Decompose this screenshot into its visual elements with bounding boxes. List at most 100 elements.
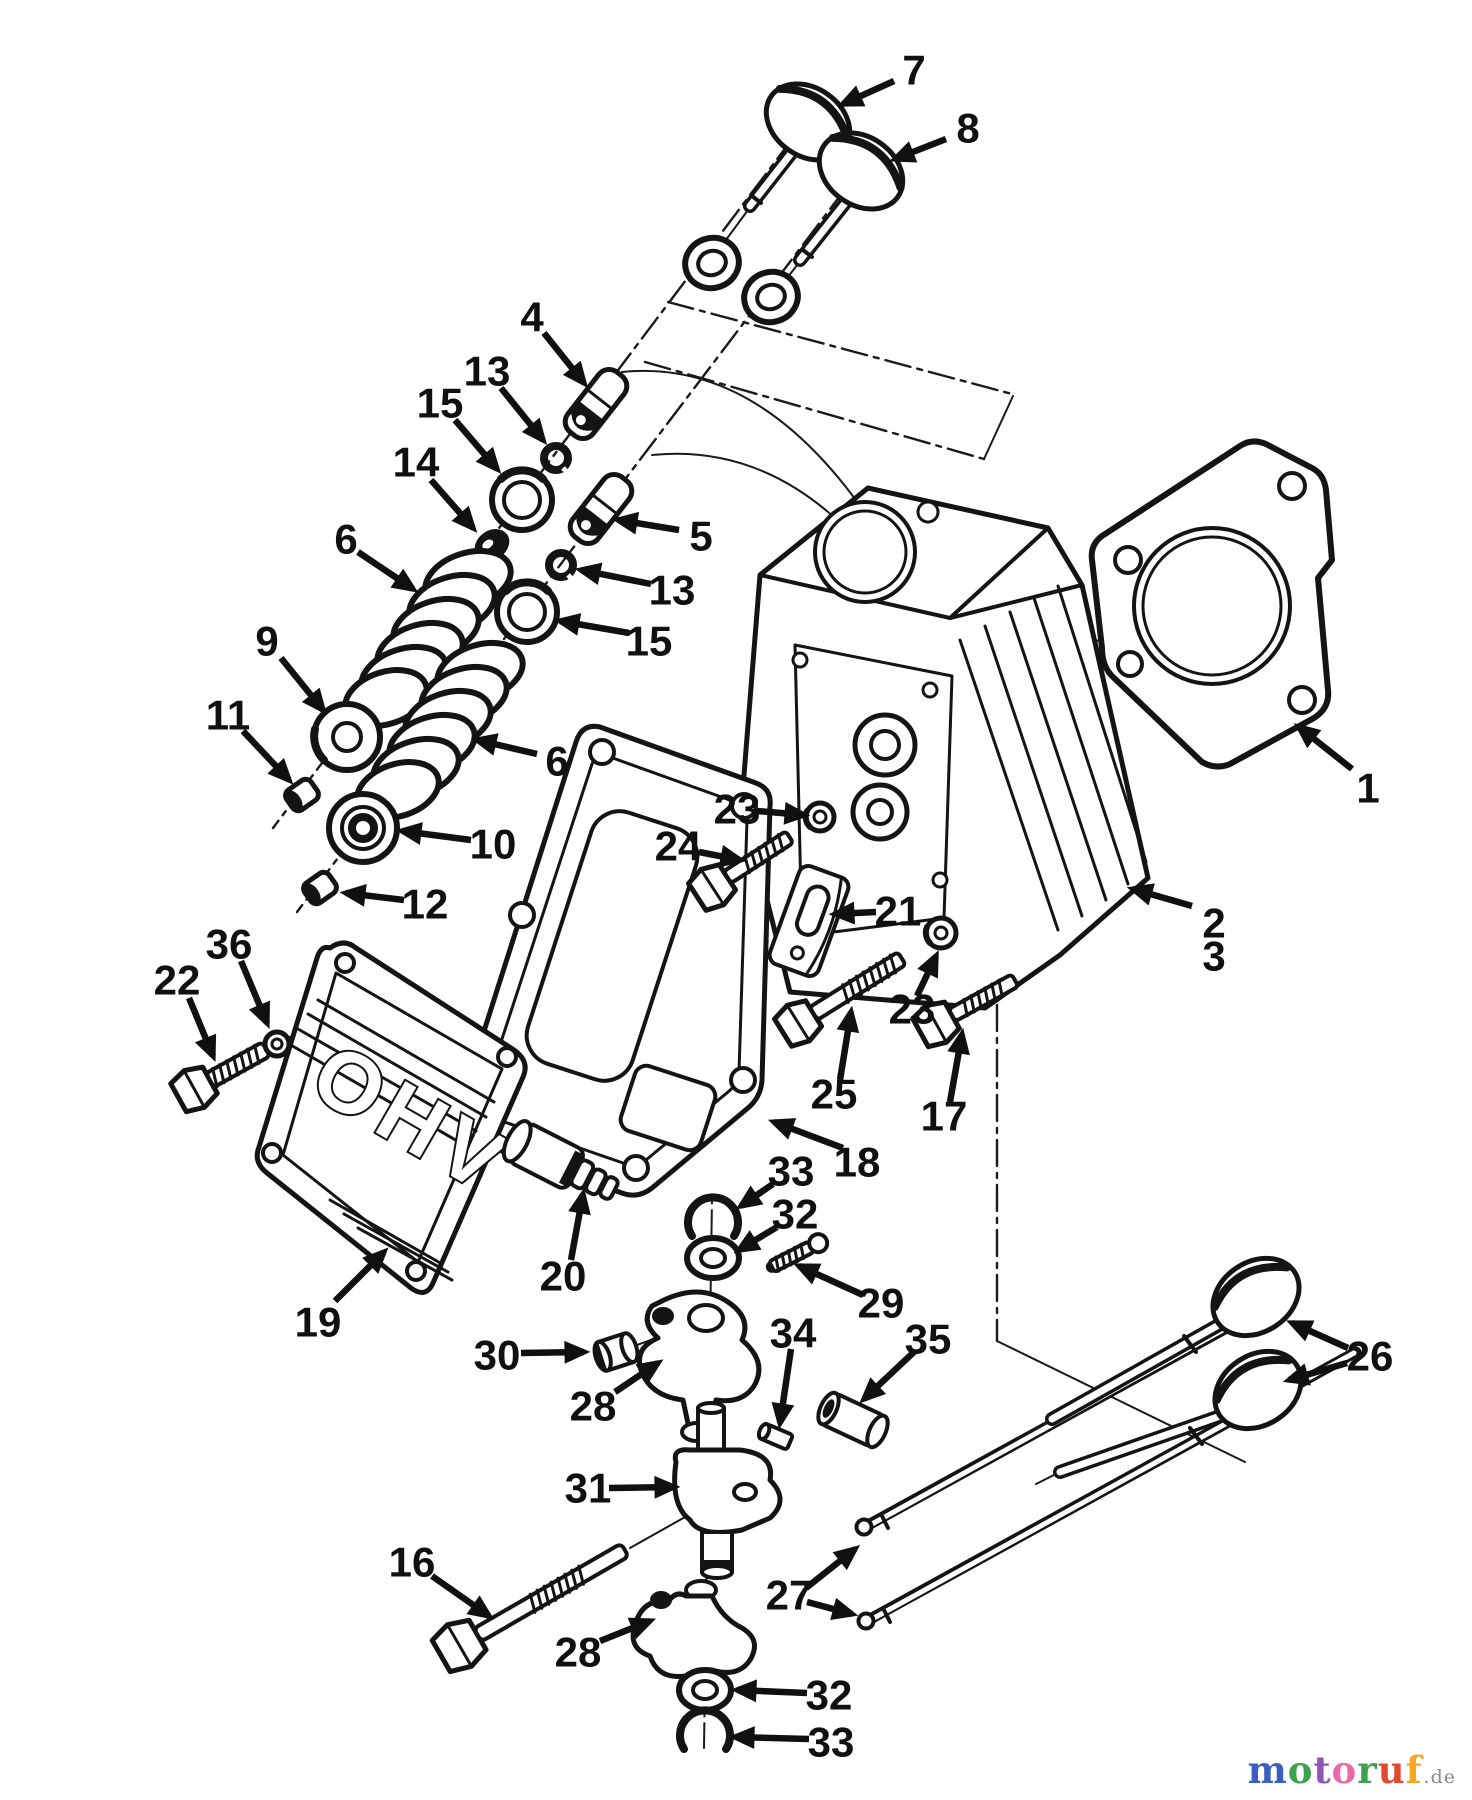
spring-seat [326, 791, 400, 865]
callout-19: 19 [295, 1299, 342, 1346]
callout-25: 25 [811, 1071, 858, 1118]
rocker-nut [592, 1331, 640, 1373]
callout-32: 32 [806, 1672, 853, 1719]
callout-30: 30 [474, 1332, 521, 1379]
callout-arrow-2 [1126, 883, 1193, 910]
callout-5: 5 [689, 513, 712, 560]
watermark-suffix: .de [1423, 1766, 1456, 1788]
valve-stem-seal [682, 234, 742, 292]
watermark-motoruf: motoruf.de [1248, 1748, 1456, 1792]
callout-22: 22 [154, 957, 201, 1004]
valve-guide-lower [567, 471, 635, 547]
cover-bolt [168, 1041, 271, 1115]
valve-to-head-line-2 [643, 360, 986, 461]
callout-arrow-23 [914, 950, 939, 998]
callout-arrow-12 [339, 883, 405, 907]
callout-arrow-28 [613, 1359, 664, 1395]
callout-28: 28 [555, 1629, 602, 1676]
flat-washer [262, 1029, 292, 1059]
callout-arrow-7 [837, 78, 896, 107]
callout-10: 10 [470, 821, 517, 868]
callout-34: 34 [770, 1310, 817, 1357]
callout-arrow-32 [730, 1679, 808, 1703]
callout-33: 33 [768, 1148, 815, 1195]
spring-seat-washer [310, 701, 383, 773]
watermark-letter: o [1287, 1748, 1314, 1792]
callout-arrow-32 [733, 1224, 779, 1254]
bolt16-axis [629, 1511, 695, 1549]
callout-13: 13 [464, 348, 511, 395]
callout-arrow-34 [771, 1348, 795, 1430]
callout-arrow-9 [278, 655, 328, 716]
callout-arrow-27 [803, 1544, 861, 1591]
callout-arrow-18 [767, 1118, 845, 1152]
callout-arrow-36 [238, 959, 271, 1029]
spring-washer [489, 466, 555, 533]
callout-arrow-19 [332, 1247, 389, 1304]
callout-11: 11 [206, 692, 250, 739]
callout-arrow-10 [395, 822, 472, 845]
callout-arrow-33 [728, 1726, 810, 1749]
callout-18: 18 [834, 1139, 881, 1186]
callout-29: 29 [858, 1280, 905, 1327]
valve-stem-seal [741, 268, 801, 326]
valve-to-head-line-1 [666, 300, 1014, 396]
breather-fitting [501, 1119, 620, 1201]
box-end-line [983, 395, 1014, 460]
callout-17: 17 [921, 1093, 968, 1140]
callout-15: 15 [417, 380, 464, 427]
callout-arrow-13 [498, 385, 548, 446]
callout-3: 3 [1202, 933, 1225, 980]
adjusting-screw [765, 1232, 830, 1274]
spring-washer [494, 578, 560, 645]
callout-arrow-8 [888, 135, 948, 163]
callout-6: 6 [334, 516, 357, 563]
callout-31: 31 [565, 1465, 612, 1512]
callout-arrow-17 [946, 1027, 970, 1103]
e-clip [684, 1193, 742, 1240]
callout-arrow-21 [828, 901, 877, 925]
callout-arrow-5 [611, 511, 680, 535]
callout-arrow-16 [430, 1573, 495, 1620]
valve-keeper-ring [545, 549, 577, 583]
rocker-pivot [672, 1401, 783, 1580]
callout-13: 13 [649, 567, 696, 614]
cover-ribs [287, 998, 496, 1282]
callout-7: 7 [902, 47, 925, 94]
pushrod-guide-plate [767, 864, 851, 978]
callout-21: 21 [875, 888, 922, 935]
callout-arrow-28 [598, 1617, 657, 1645]
callout-36: 36 [206, 921, 253, 968]
callout-arrow-23 [756, 801, 811, 825]
callout-35: 35 [905, 1316, 952, 1363]
callout-2: 2 [1202, 900, 1225, 947]
valve-guide-upper [562, 366, 630, 442]
head-cooling-fins [958, 584, 1148, 932]
callout-arrow-33 [735, 1181, 775, 1210]
callout-23: 23 [714, 786, 761, 833]
ohv-rocker-cover: OHV [254, 940, 529, 1295]
valve-cover-gasket [453, 723, 773, 1198]
callout-27: 27 [766, 1572, 813, 1619]
callout-12: 12 [402, 881, 449, 928]
callout-arrow-31 [608, 1475, 681, 1499]
callout-arrow-15 [452, 417, 502, 474]
callout-arrow-4 [541, 330, 589, 389]
valve-cap [283, 776, 321, 814]
callout-arrow-14 [428, 477, 478, 533]
valve-keeper-ring [540, 442, 572, 476]
callout-arrow-13 [574, 562, 652, 588]
callout-arrow-26 [1286, 1320, 1350, 1351]
callout-arrow-22 [185, 996, 217, 1063]
watermark-letter: o [1331, 1748, 1358, 1792]
callout-arrow-15 [553, 613, 630, 637]
watermark-letter: r [1357, 1748, 1378, 1792]
flat-washer [922, 915, 959, 951]
callout-33: 33 [808, 1719, 855, 1766]
callout-arrow-11 [240, 728, 294, 785]
callout-arrow-24 [698, 845, 747, 868]
callout-arrow-6 [470, 733, 538, 758]
rocker-pivot-bolt [429, 1543, 629, 1675]
callouts: 7841315145131566911101212322362324212325… [154, 47, 1394, 1766]
